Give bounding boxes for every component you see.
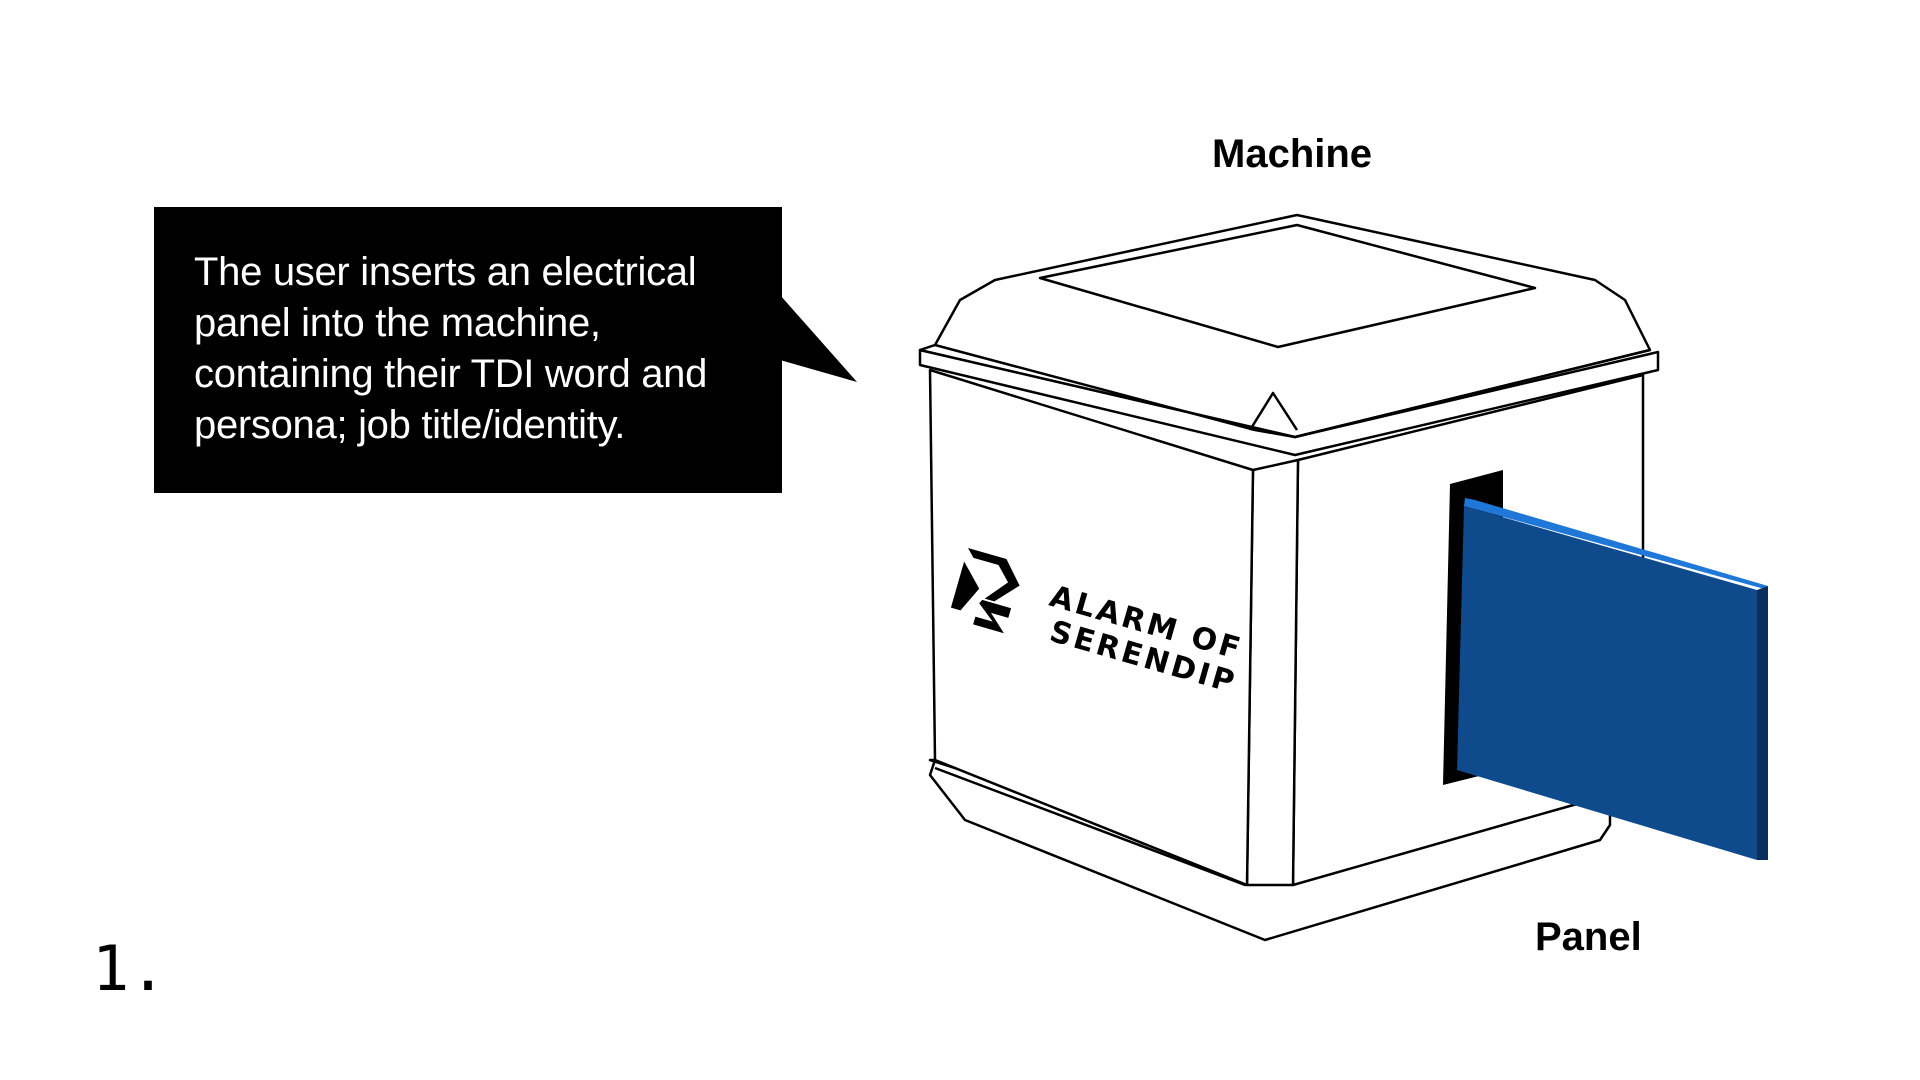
step-number: 1. — [92, 932, 167, 1005]
machine-lid-inset — [1038, 223, 1537, 349]
callout-text: The user inserts an electrical panel int… — [194, 250, 708, 447]
machine-left-wall — [928, 368, 1255, 887]
panel-face — [1457, 506, 1757, 860]
panel-label: Panel — [1535, 915, 1642, 959]
panel — [1457, 498, 1768, 860]
panel-top-edge — [1464, 498, 1768, 590]
callout-box: The user inserts an electrical panel int… — [154, 207, 782, 493]
machine-corner-pillar — [1245, 458, 1300, 887]
alarm-of-serendip-logo-icon — [950, 548, 1020, 634]
panel-side-edge — [1757, 586, 1768, 860]
machine-label: Machine — [1212, 132, 1373, 176]
